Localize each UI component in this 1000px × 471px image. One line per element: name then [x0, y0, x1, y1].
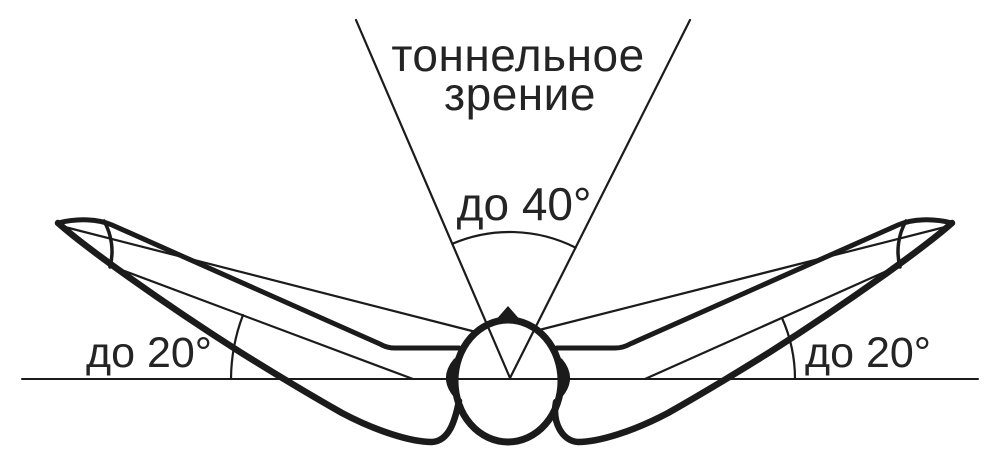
angle-arc-40	[451, 230, 577, 249]
center-angle-label: до 40°	[457, 178, 592, 230]
left-angle-label: до 20°	[86, 329, 212, 377]
nose	[494, 306, 522, 322]
head-top-view	[446, 306, 570, 446]
angle-arc-20-right	[780, 316, 797, 381]
angle-arc-20-left	[229, 313, 245, 381]
title-line2: зрение	[444, 68, 596, 120]
right-sightline-upper	[537, 224, 951, 332]
right-wing-top-edge	[554, 217, 955, 351]
left-sightline-upper	[59, 224, 478, 334]
left-wing-tip-band	[102, 219, 114, 269]
left-sightline-lower	[109, 264, 415, 381]
left-wing-bottom-edge	[54, 219, 463, 446]
tunnel-vision-cone	[354, 18, 692, 380]
right-wing	[537, 217, 956, 446]
left-ear	[446, 358, 459, 398]
right-wing-bottom-edge	[551, 219, 956, 446]
cone-edges	[354, 18, 692, 380]
head-outline	[451, 316, 565, 446]
left-wing-top-edge	[55, 217, 462, 351]
right-ear	[557, 358, 570, 398]
title-line1: тоннельное	[391, 29, 644, 81]
right-angle-label: до 20°	[805, 329, 931, 377]
left-wing	[54, 217, 478, 446]
right-wing-tip-band	[896, 219, 908, 269]
right-sightline-lower	[643, 264, 900, 381]
